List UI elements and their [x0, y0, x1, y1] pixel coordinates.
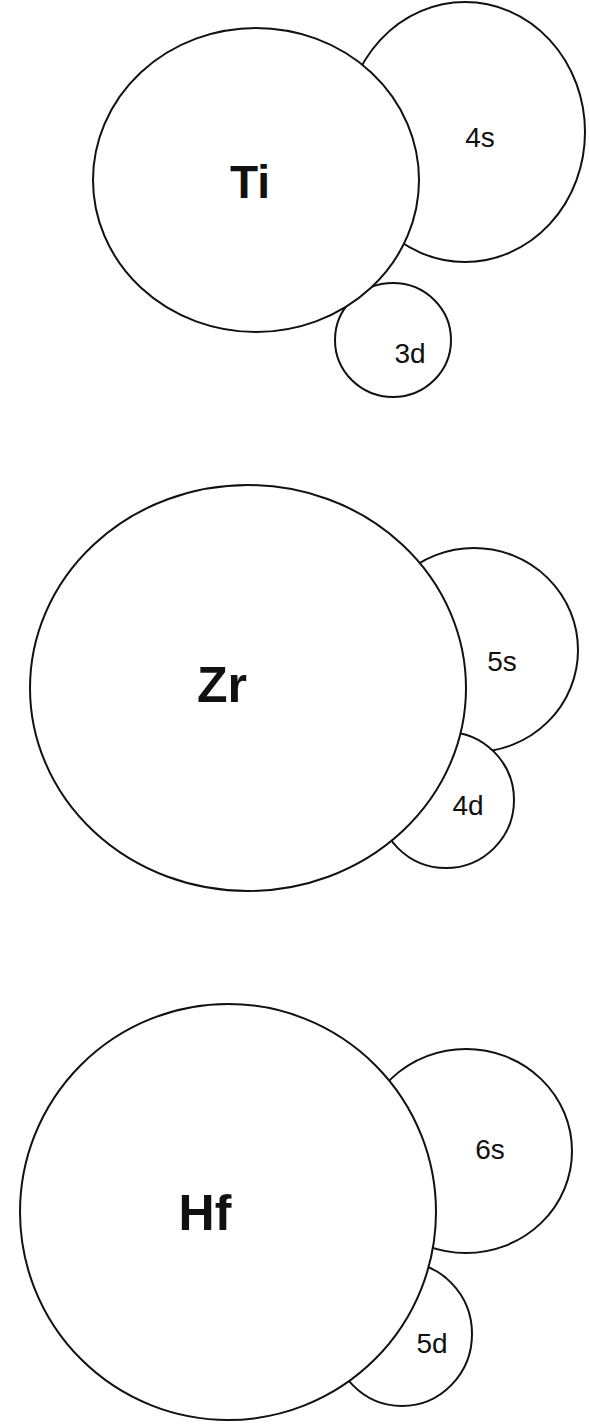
orbital-label: 4d [452, 792, 483, 820]
orbital-label: 6s [475, 1136, 505, 1164]
element-symbol: Hf [179, 1188, 232, 1238]
element-symbol: Ti [230, 159, 270, 205]
orbital-label: 3d [394, 340, 425, 368]
orbital-label: 4s [465, 124, 495, 152]
orbital-label: 5s [487, 648, 517, 676]
orbital-label: 5d [416, 1330, 447, 1358]
element-symbol: Zr [197, 660, 247, 710]
circle-outline [27, 482, 469, 894]
atom-circle: Zr [27, 482, 469, 894]
atom-circle: Ti [90, 25, 422, 335]
atom-circle: Hf [17, 1001, 439, 1423]
